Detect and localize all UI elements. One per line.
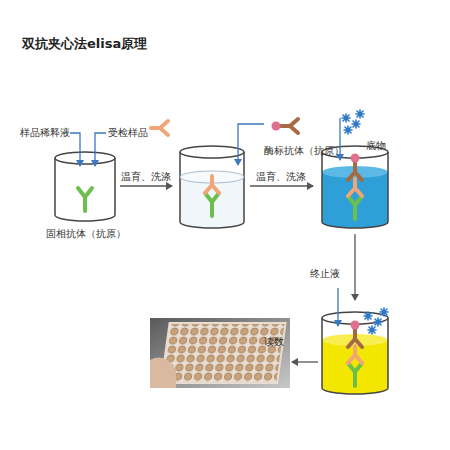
step-label: 受检样品: [108, 127, 148, 139]
title: 双抗夹心法elisa原理: [22, 36, 147, 52]
well: [180, 146, 244, 228]
flow-arrow: [238, 124, 264, 165]
step-arrow: [250, 185, 313, 186]
well: [322, 146, 388, 228]
step-label: 固相抗体（抗原）: [46, 228, 126, 240]
well: [322, 308, 388, 394]
step-label: 温育、洗涤: [256, 171, 306, 183]
microplate-photo: [150, 318, 290, 388]
step-label: 温育、洗涤: [121, 171, 171, 183]
step-label: 酶标抗体（抗原）: [264, 145, 344, 157]
antigen-symbol: [151, 121, 168, 135]
step-label: 读数: [264, 336, 284, 348]
well: [55, 152, 115, 221]
flow-arrow: [70, 133, 80, 166]
step-label: 样品稀释液: [20, 127, 70, 139]
enzyme-antibody-symbol: [272, 119, 299, 133]
flow-arrow: [337, 288, 338, 326]
substrate-symbol: [342, 110, 364, 134]
flow-arrow: [95, 133, 106, 166]
step-arrow: [120, 185, 172, 186]
step-label: 底物: [366, 140, 386, 152]
step-label: 终止液: [310, 268, 340, 280]
step-arrow: [354, 234, 355, 300]
step-arrow: [292, 361, 318, 362]
